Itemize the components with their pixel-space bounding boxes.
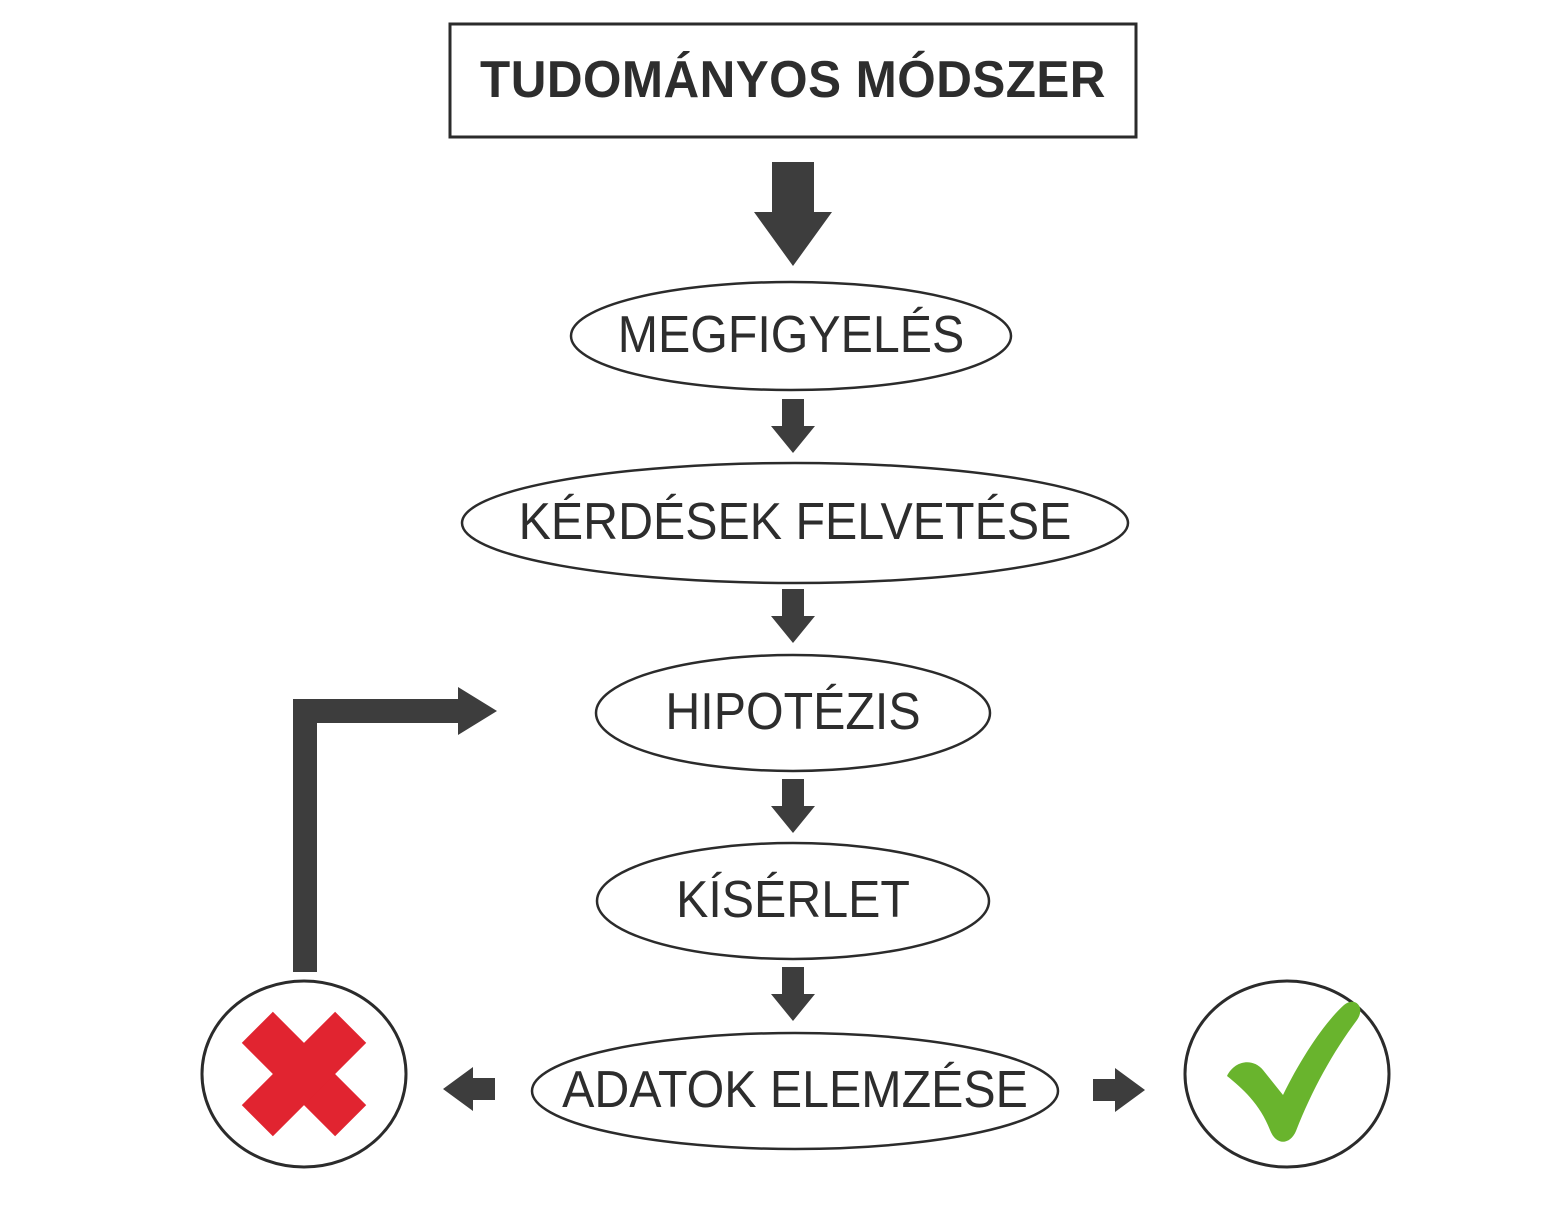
arrow-down-icon [771, 399, 815, 453]
node-experiment: KÍSÉRLET [595, 841, 991, 961]
red-x-icon [241, 1011, 367, 1137]
arrow-down-icon [771, 779, 815, 833]
node-experiment-label: KÍSÉRLET [676, 870, 910, 928]
node-analysis-ellipse [530, 1031, 1060, 1151]
node-questions: KÉRDÉSEK FELVETÉSE [460, 461, 1130, 585]
node-observation-ellipse [569, 280, 1013, 392]
arrow-down-icon [771, 589, 815, 643]
title-text-group: TUDOMÁNYOS MÓDSZER [480, 50, 1106, 108]
node-experiment-ellipse [595, 841, 991, 961]
arrow-left-shape [443, 1067, 495, 1111]
red-x-bar-vertical [241, 1011, 367, 1137]
arrow-down-icon [771, 967, 815, 1021]
green-check-icon [1227, 1001, 1361, 1142]
title-node: TUDOMÁNYOS MÓDSZER [448, 22, 1138, 139]
feedback-loop-arrow-icon [293, 687, 497, 972]
accept-badge [1183, 979, 1391, 1169]
node-hypothesis-label: HIPOTÉZIS [665, 682, 920, 740]
title-box-border [448, 22, 1138, 139]
page-title: TUDOMÁNYOS MÓDSZER [480, 50, 1106, 108]
node-analysis-label: ADATOK ELEMZÉSE [562, 1060, 1028, 1118]
node-hypothesis-ellipse [594, 653, 992, 773]
node-observation: MEGFIGYELÉS [569, 280, 1013, 392]
node-questions-ellipse [460, 461, 1130, 585]
green-check-shape [1227, 1001, 1361, 1142]
arrow-down-big-icon [754, 162, 832, 266]
node-hypothesis: HIPOTÉZIS [594, 653, 992, 773]
node-questions-label: KÉRDÉSEK FELVETÉSE [519, 492, 1072, 550]
arrow-right-shape [1093, 1068, 1145, 1112]
arrow-down-big-shape [754, 162, 832, 266]
arrow-left-icon [443, 1067, 495, 1111]
node-analysis: ADATOK ELEMZÉSE [530, 1031, 1060, 1151]
arrow-right-icon [1093, 1068, 1145, 1112]
reject-badge [200, 979, 408, 1169]
node-observation-label: MEGFIGYELÉS [618, 305, 965, 363]
